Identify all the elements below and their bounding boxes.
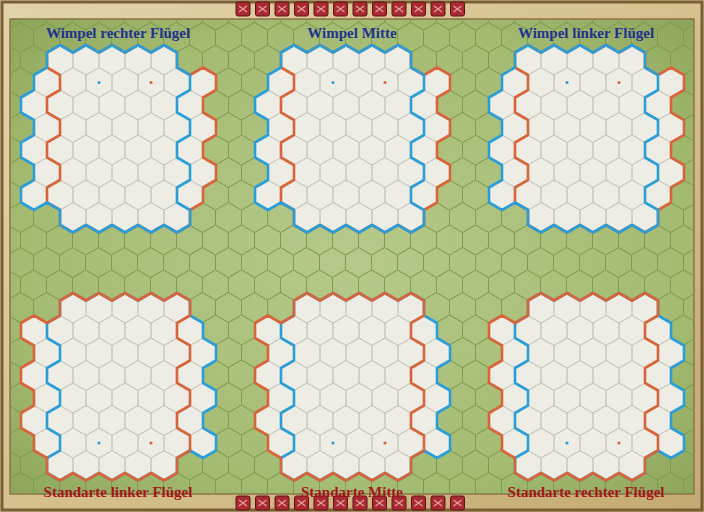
zone-dot bbox=[149, 81, 152, 84]
banner-mark bbox=[337, 6, 345, 12]
zone-dot bbox=[331, 81, 334, 84]
banner-icon bbox=[353, 2, 367, 16]
zone-border bbox=[21, 45, 190, 233]
zone-outline bbox=[18, 290, 219, 503]
zone-border bbox=[281, 45, 450, 233]
banner-mark bbox=[259, 500, 267, 506]
banner-icon bbox=[431, 2, 445, 16]
zone-hexes bbox=[21, 293, 216, 481]
banner-icon bbox=[256, 496, 270, 510]
banner-mark bbox=[239, 500, 247, 506]
zone-label: Standarte linker Flügel bbox=[44, 483, 193, 501]
banner-icon bbox=[256, 2, 270, 16]
zone-border bbox=[489, 45, 658, 233]
zone-outline bbox=[18, 23, 219, 236]
zone-hexes bbox=[489, 45, 684, 233]
zone-border bbox=[47, 293, 216, 481]
banner-mark bbox=[298, 500, 306, 506]
zone-hexes bbox=[255, 293, 450, 481]
zone-dot bbox=[149, 441, 152, 444]
banner-mark bbox=[356, 6, 364, 12]
deployment-zone: Wimpel rechter Flügel bbox=[18, 23, 219, 236]
banner-mark bbox=[395, 500, 403, 506]
banner-icon bbox=[451, 2, 465, 16]
zone-dot bbox=[331, 441, 334, 444]
zone-border bbox=[21, 293, 190, 481]
zone-border bbox=[255, 45, 424, 233]
banner-mark bbox=[298, 6, 306, 12]
banner-mark bbox=[278, 500, 286, 506]
deployment-zone: Wimpel Mitte bbox=[252, 23, 453, 236]
banner-icon bbox=[412, 496, 426, 510]
zone-label: Standarte Mitte bbox=[301, 483, 403, 501]
banner-mark bbox=[317, 500, 325, 506]
banner-mark bbox=[415, 6, 423, 12]
zone-border bbox=[281, 293, 450, 481]
zone-border bbox=[47, 45, 216, 233]
banner-mark bbox=[278, 6, 286, 12]
zone-dot bbox=[565, 81, 568, 84]
banner-mark bbox=[376, 500, 384, 506]
banner-icon bbox=[412, 2, 426, 16]
banner-icon bbox=[295, 2, 309, 16]
banner-icon bbox=[275, 496, 289, 510]
deployment-zone: Standarte linker Flügel bbox=[18, 290, 219, 503]
banner-icon bbox=[373, 2, 387, 16]
banner-icon bbox=[451, 496, 465, 510]
zone-dot bbox=[383, 441, 386, 444]
zone-border bbox=[515, 293, 684, 481]
banner-icon bbox=[236, 496, 250, 510]
zone-outline bbox=[486, 23, 687, 236]
zone-dot bbox=[97, 81, 100, 84]
banner-icon bbox=[275, 2, 289, 16]
zone-label: Standarte rechter Flügel bbox=[508, 483, 665, 501]
zone-dot bbox=[383, 81, 386, 84]
banner-icon bbox=[236, 2, 250, 16]
deployment-zone: Standarte rechter Flügel bbox=[486, 290, 687, 503]
banner-icon bbox=[334, 2, 348, 16]
zone-label: Wimpel rechter Flügel bbox=[46, 24, 190, 42]
banner-mark bbox=[239, 6, 247, 12]
banner-mark bbox=[395, 6, 403, 12]
zone-hexes bbox=[255, 45, 450, 233]
hex-lines bbox=[10, 19, 694, 494]
zone-label: Wimpel Mitte bbox=[307, 24, 396, 42]
zone-dot bbox=[617, 81, 620, 84]
zone-hexes bbox=[21, 45, 216, 233]
deployment-zone: Standarte Mitte bbox=[252, 290, 453, 503]
banner-icon bbox=[392, 2, 406, 16]
zone-border bbox=[489, 293, 658, 481]
banner-row bbox=[236, 2, 465, 510]
banner-mark bbox=[317, 6, 325, 12]
banner-mark bbox=[376, 6, 384, 12]
zone-dot bbox=[617, 441, 620, 444]
banner-mark bbox=[454, 6, 462, 12]
banner-mark bbox=[337, 500, 345, 506]
banner-mark bbox=[415, 500, 423, 506]
grass-field bbox=[10, 19, 694, 494]
banner-mark bbox=[356, 500, 364, 506]
banner-mark bbox=[259, 6, 267, 12]
banner-icon bbox=[431, 496, 445, 510]
zone-border bbox=[515, 45, 684, 233]
deployment-zone: Wimpel linker Flügel bbox=[486, 23, 687, 236]
zone-outline bbox=[486, 290, 687, 503]
zone-label: Wimpel linker Flügel bbox=[518, 24, 654, 42]
banner-mark bbox=[434, 500, 442, 506]
banner-icon bbox=[314, 2, 328, 16]
zone-hexes bbox=[489, 293, 684, 481]
zone-dot bbox=[565, 441, 568, 444]
zone-outline bbox=[252, 290, 453, 503]
zone-border bbox=[255, 293, 424, 481]
banner-mark bbox=[454, 500, 462, 506]
banner-mark bbox=[434, 6, 442, 12]
hex-grid bbox=[10, 19, 694, 494]
zone-dot bbox=[97, 441, 100, 444]
zone-outline bbox=[252, 23, 453, 236]
